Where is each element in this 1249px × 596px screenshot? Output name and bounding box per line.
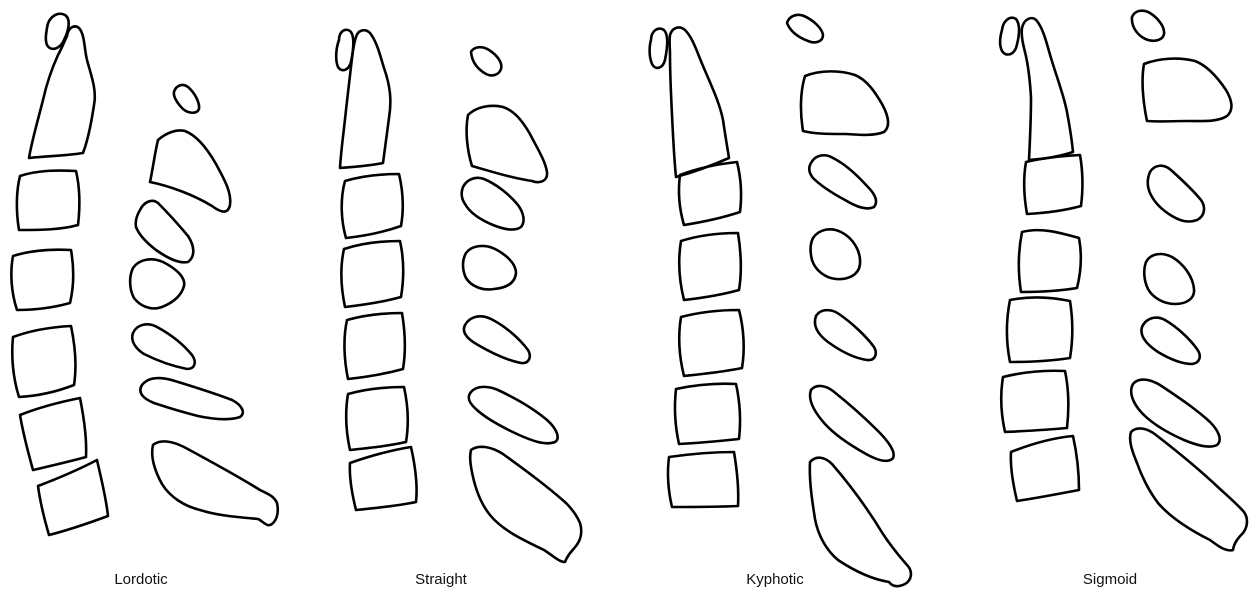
spinous-process-c3 bbox=[809, 155, 876, 208]
axis-dens-body bbox=[1022, 18, 1073, 160]
spinous-process-c4 bbox=[1144, 254, 1194, 304]
spinous-process-c2 bbox=[1143, 59, 1232, 122]
spinous-process-c5 bbox=[132, 324, 195, 369]
panel-lordotic: Lordotic bbox=[11, 14, 277, 588]
spinous-process-c6 bbox=[140, 378, 242, 419]
spinous-process-c2 bbox=[467, 106, 547, 182]
spinous-process-c2 bbox=[801, 71, 888, 135]
posterior-arch-c1 bbox=[787, 15, 823, 43]
axis-dens-body bbox=[670, 28, 729, 177]
vertebral-body-c5 bbox=[12, 326, 75, 397]
axis-dens-body bbox=[29, 26, 95, 158]
spinous-process-c7 bbox=[152, 441, 278, 525]
atlas-anterior-arch bbox=[650, 29, 668, 68]
vertebral-body-c3 bbox=[1024, 155, 1082, 214]
vertebral-body-c7 bbox=[668, 452, 738, 507]
vertebral-body-c4 bbox=[11, 250, 73, 310]
posterior-arch-c1 bbox=[174, 85, 199, 113]
vertebral-body-c3 bbox=[17, 171, 79, 230]
spinous-process-c7 bbox=[470, 447, 581, 562]
spinous-process-c3 bbox=[1148, 166, 1204, 222]
spinous-process-c4 bbox=[130, 259, 184, 308]
caption-kyphotic: Kyphotic bbox=[746, 571, 804, 588]
vertebral-body-c4 bbox=[1019, 230, 1081, 292]
vertebral-body-c5 bbox=[1007, 297, 1072, 362]
vertebral-body-c3 bbox=[342, 174, 403, 238]
spinous-process-c4 bbox=[463, 246, 516, 289]
panel-kyphotic: Kyphotic bbox=[650, 15, 911, 588]
vertebral-body-c6 bbox=[20, 398, 86, 470]
spinous-process-c7 bbox=[810, 458, 911, 587]
spinous-process-c6 bbox=[469, 387, 558, 443]
panel-sigmoid: Sigmoid bbox=[1000, 11, 1247, 588]
vertebral-body-c5 bbox=[679, 310, 743, 376]
spinous-process-c5 bbox=[815, 310, 876, 360]
posterior-arch-c1 bbox=[471, 47, 501, 75]
vertebral-body-c6 bbox=[346, 387, 407, 450]
vertebral-body-c7 bbox=[1011, 436, 1079, 501]
spinous-process-c4 bbox=[811, 229, 860, 279]
atlas-anterior-arch bbox=[1000, 18, 1019, 55]
spinous-process-c6 bbox=[810, 386, 894, 461]
spinous-process-c7 bbox=[1130, 428, 1247, 550]
caption-straight: Straight bbox=[415, 571, 468, 588]
spinous-process-c3 bbox=[462, 178, 524, 230]
vertebral-body-c7 bbox=[38, 460, 108, 535]
vertebral-body-c5 bbox=[344, 313, 404, 379]
axis-dens-body bbox=[340, 30, 390, 168]
spinous-process-c6 bbox=[1131, 380, 1219, 447]
caption-sigmoid: Sigmoid bbox=[1083, 571, 1137, 588]
vertebral-body-c4 bbox=[341, 241, 403, 307]
vertebral-body-c6 bbox=[1001, 371, 1068, 432]
spinous-process-c5 bbox=[464, 316, 530, 363]
caption-lordotic: Lordotic bbox=[114, 571, 168, 588]
atlas-anterior-arch bbox=[46, 14, 69, 49]
panel-straight: Straight bbox=[336, 30, 581, 588]
vertebral-body-c3 bbox=[679, 162, 741, 225]
spinous-process-c3 bbox=[136, 201, 194, 263]
vertebral-body-c6 bbox=[675, 384, 740, 444]
vertebral-body-c4 bbox=[679, 233, 740, 300]
vertebral-body-c7 bbox=[350, 447, 417, 510]
spinous-process-c5 bbox=[1141, 318, 1199, 364]
posterior-arch-c1 bbox=[1132, 11, 1164, 41]
spinous-process-c2 bbox=[150, 130, 230, 211]
